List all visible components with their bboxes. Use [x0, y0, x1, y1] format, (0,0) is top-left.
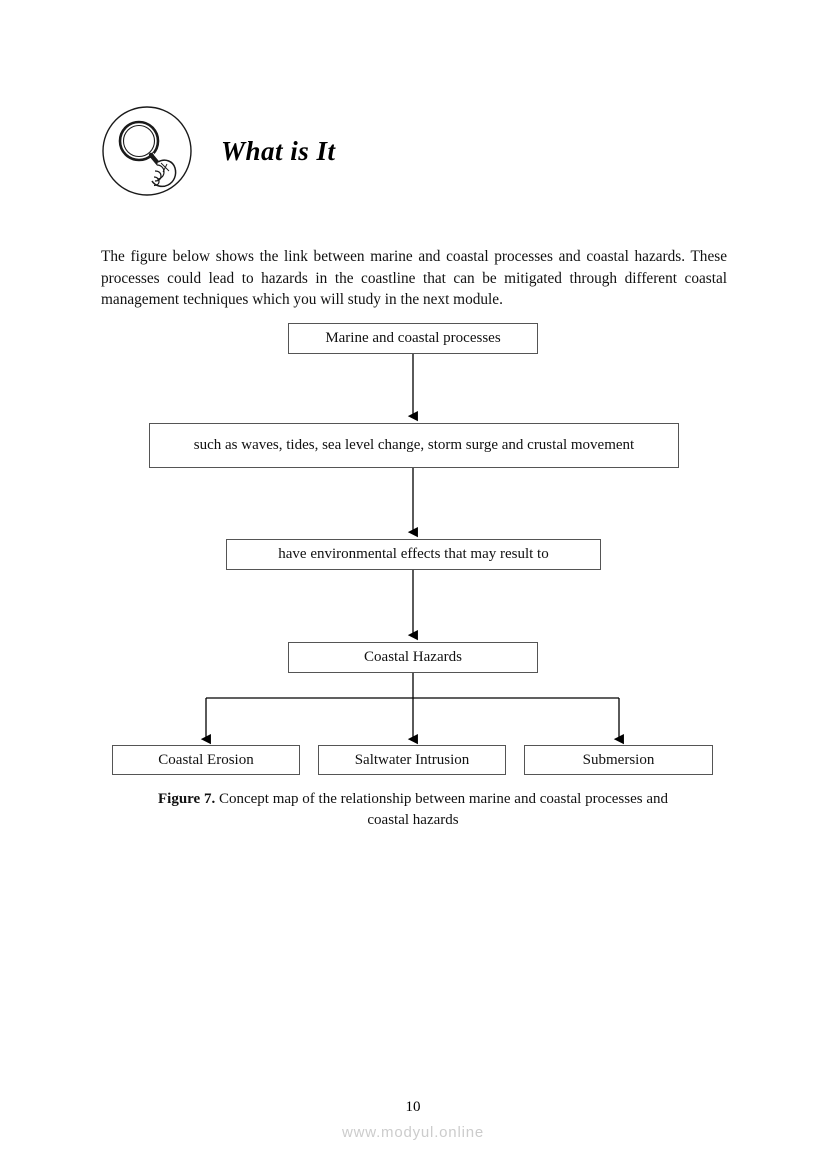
flowchart-box-coastal-hazards: Coastal Hazards — [288, 642, 538, 673]
flowchart-box-environmental-effects: have environmental effects that may resu… — [226, 539, 601, 570]
page-number: 10 — [405, 1099, 421, 1115]
flowchart-box-marine-and-coastal-processes: Marine and coastal processes — [288, 323, 538, 354]
flowchart-box-coastal-erosion: Coastal Erosion — [112, 745, 300, 775]
flowchart-box-such-as-waves-tides: such as waves, tides, sea level change, … — [149, 423, 679, 468]
page-title: What is It — [221, 135, 336, 166]
figure-caption-label: Figure 7. — [158, 791, 216, 807]
intro-paragraph: The figure below shows the link between … — [101, 248, 727, 309]
watermark: www.modyul.online — [342, 1124, 484, 1141]
flowchart-box-submersion: Submersion — [524, 745, 713, 775]
figure-caption: Figure 7. Concept map of the relationshi… — [153, 789, 673, 831]
figure-caption-text: Concept map of the relationship between … — [215, 791, 668, 828]
section-header: What is It — [101, 100, 741, 202]
magnifier-in-hand-icon — [102, 106, 192, 196]
flowchart-box-saltwater-intrusion: Saltwater Intrusion — [318, 745, 506, 775]
